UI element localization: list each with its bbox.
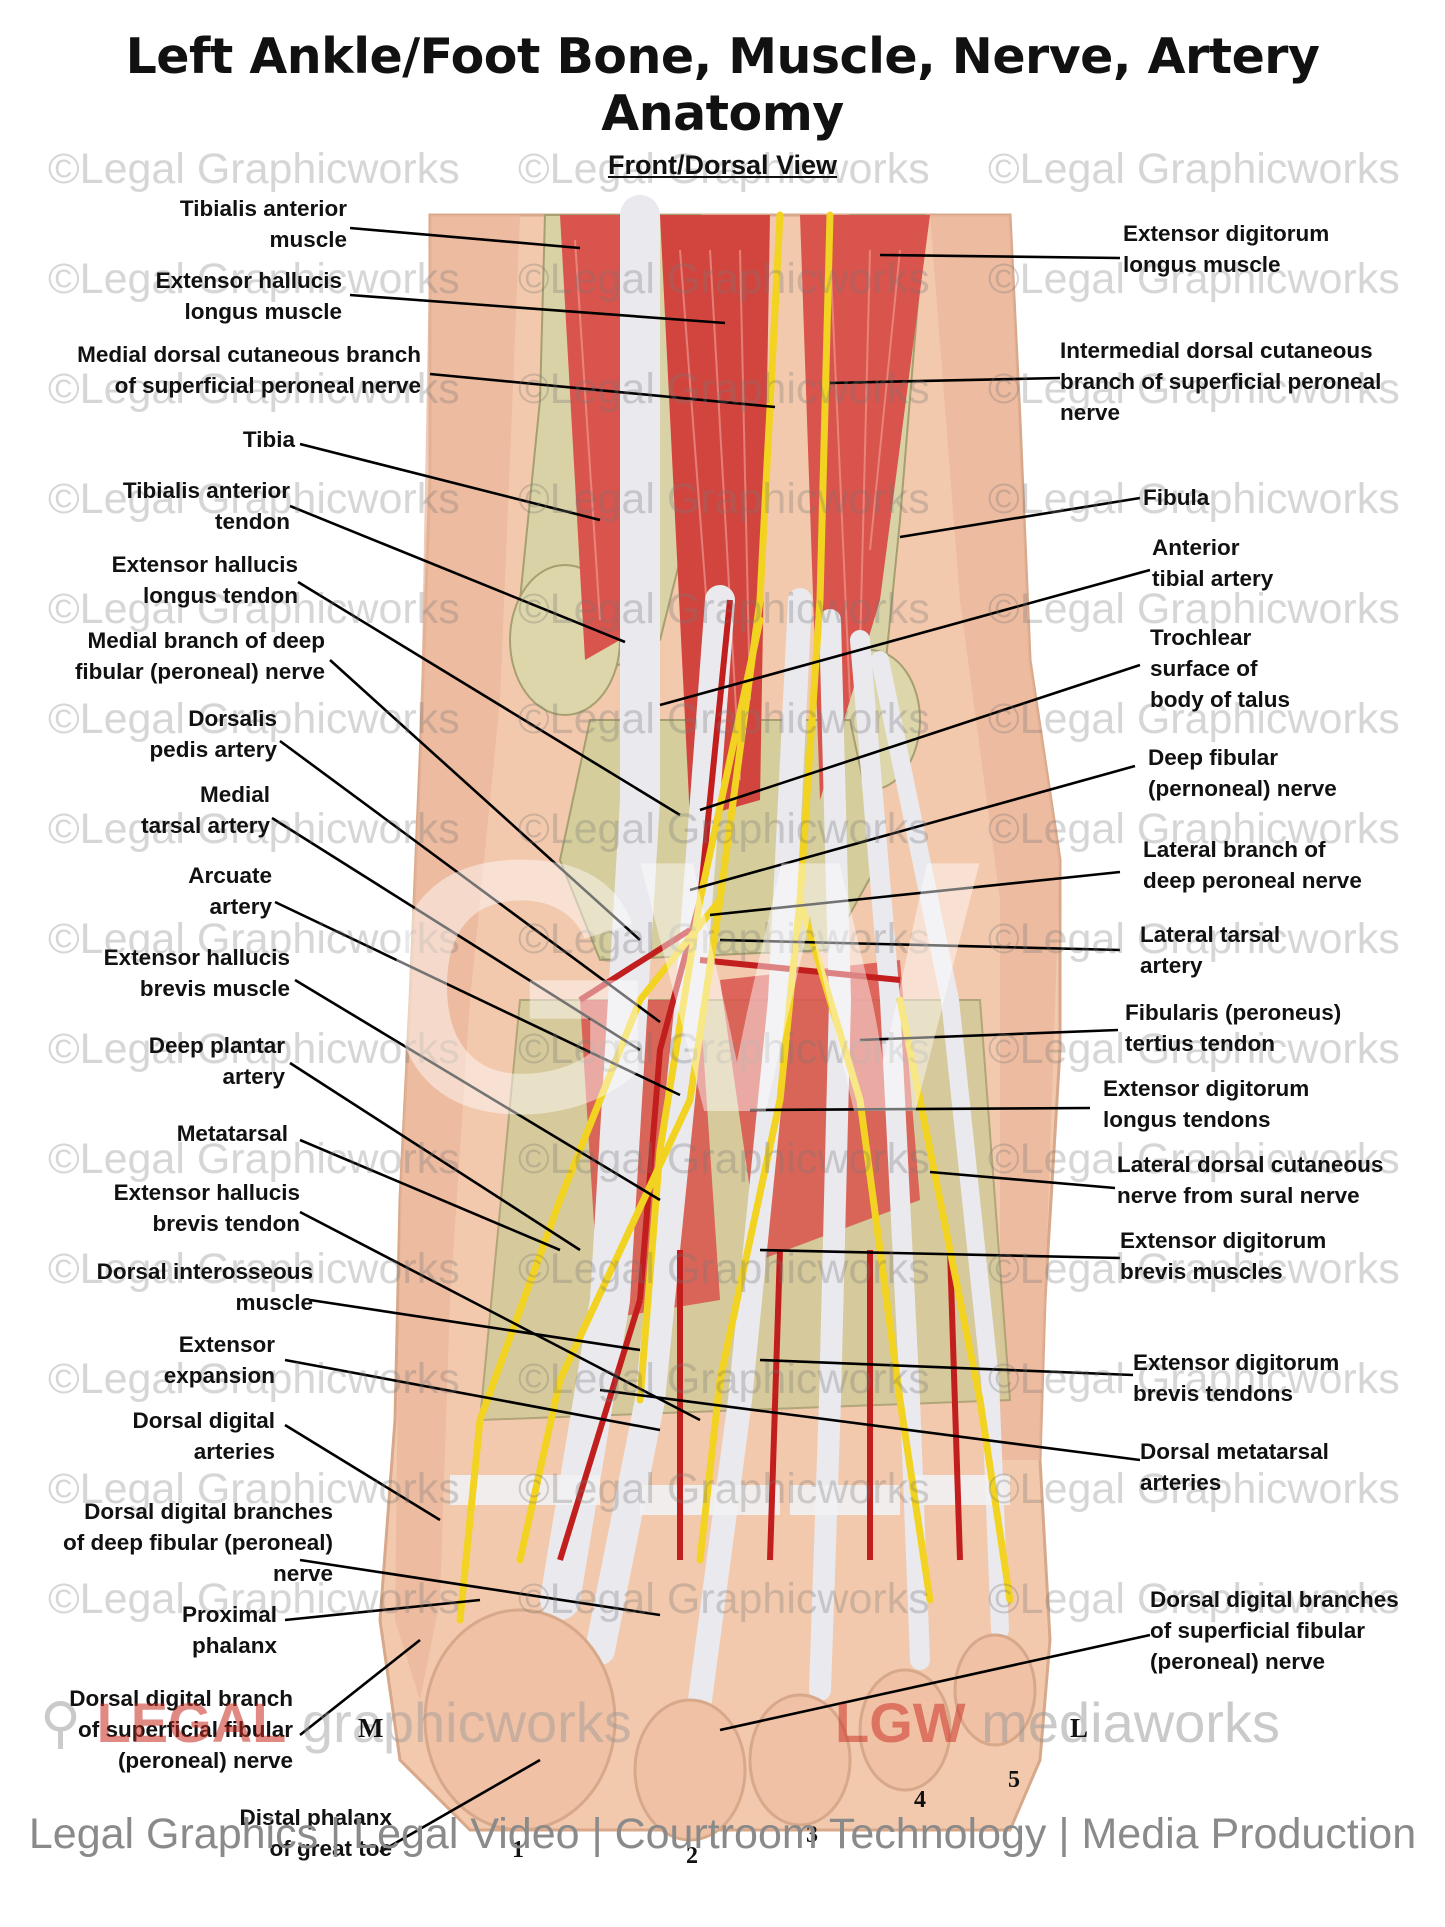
toe-number-4: 4 (914, 1787, 926, 1813)
arteries (557, 599, 963, 1561)
watermark: ©Legal Graphicworks (518, 1025, 930, 1073)
watermark: ©Legal Graphicworks (48, 1575, 460, 1623)
legal-graphicworks-logo: ⚲ LEGAL graphicworks (40, 1691, 632, 1754)
watermark: ©Legal Graphicworks (48, 145, 460, 193)
leader-lines (271, 226, 1151, 1854)
watermark: ©Legal Graphicworks (518, 1575, 930, 1623)
watermark: ©Legal Graphicworks (988, 1245, 1400, 1293)
watermark: ©Legal Graphicworks (518, 475, 930, 523)
watermark: ©Legal Graphicworks (518, 1135, 930, 1183)
label-deep-fibular-nerve: Deep fibular(pernoneal) nerve (1148, 745, 1337, 801)
watermark: ©Legal Graphicworks (988, 1355, 1400, 1403)
lateral-marker: L (1070, 1713, 1089, 1743)
watermark: ©Legal Graphicworks (518, 1465, 930, 1513)
medial-marker: M (358, 1713, 384, 1743)
toe-number-1: 1 (512, 1837, 524, 1863)
label-fibula: Fibula (1143, 485, 1210, 510)
page-title: Left Ankle/Foot Bone, Muscle, Nerve, Art… (125, 28, 1320, 142)
watermark: ©Legal Graphicworks (48, 255, 460, 303)
watermark: ©Legal Graphicworks (518, 365, 930, 413)
watermark: ©Legal Graphicworks (48, 695, 460, 743)
label-metatarsal: Metatarsal (176, 1121, 288, 1146)
watermark: ©Legal Graphicworks (48, 1025, 460, 1073)
footer-tagline: Legal Graphics | Legal Video | Courtroom… (28, 1810, 1417, 1858)
toes (423, 1608, 1037, 1842)
watermark: ©Legal Graphicworks (518, 1355, 930, 1403)
watermark: ©Legal Graphicworks (48, 1465, 460, 1513)
watermark: ©Legal Graphicworks (48, 805, 460, 853)
watermark: ©Legal Graphicworks (988, 145, 1400, 193)
toe-number-3: 3 (806, 1822, 818, 1848)
magnifier-icon: ⚲ (40, 1691, 82, 1754)
watermark: ©Legal Graphicworks (988, 475, 1400, 523)
watermark: ©Legal Graphicworks (48, 915, 460, 963)
watermark: ©Legal Graphicworks (988, 585, 1400, 633)
view-subtitle: Front/Dorsal View (607, 150, 838, 180)
watermark: ©Legal Graphicworks (518, 1245, 930, 1293)
watermark: ©Legal Graphicworks (988, 255, 1400, 303)
tendons (540, 195, 1009, 1712)
watermark: ©Legal Graphicworks (518, 805, 930, 853)
toe-number-2: 2 (686, 1843, 698, 1869)
watermark: ©Legal Graphicworks (518, 695, 930, 743)
watermark: ©Legal Graphicworks (48, 1245, 460, 1293)
watermark: ©Legal Graphicworks (988, 915, 1400, 963)
watermark: ©Legal Graphicworks (48, 1135, 460, 1183)
watermark: ©Legal Graphicworks (988, 1575, 1400, 1623)
gw-logo-mark: GW (380, 786, 980, 1188)
watermark: ©Legal Graphicworks (48, 475, 460, 523)
watermark: ©Legal Graphicworks (988, 695, 1400, 743)
watermark: ©Legal Graphicworks (48, 365, 460, 413)
label-tibia: Tibia (242, 427, 295, 452)
watermark: ©Legal Graphicworks (518, 145, 930, 193)
toe-number-5: 5 (1008, 1767, 1020, 1793)
watermark: ©Legal Graphicworks (988, 805, 1400, 853)
tibialis-anterior-muscle (560, 215, 620, 660)
watermark: ©Legal Graphicworks (988, 1135, 1400, 1183)
nerves (456, 211, 1014, 1624)
label-fibularis-tertius-tendon: Fibularis (peroneus)tertius tendon (1125, 1000, 1342, 1056)
lgw-mediaworks-logo: LGW mediaworks (835, 1691, 1280, 1754)
watermark: ©Legal Graphicworks (988, 1465, 1400, 1513)
watermark: ©Legal Graphicworks (48, 585, 460, 633)
watermark: ©Legal Graphicworks (48, 1355, 460, 1403)
watermark: ©Legal Graphicworks (988, 365, 1400, 413)
watermark: ©Legal Graphicworks (988, 1025, 1400, 1073)
watermark: ©Legal Graphicworks (518, 585, 930, 633)
watermark: ©Legal Graphicworks (518, 255, 930, 303)
watermark: ©Legal Graphicworks (518, 915, 930, 963)
